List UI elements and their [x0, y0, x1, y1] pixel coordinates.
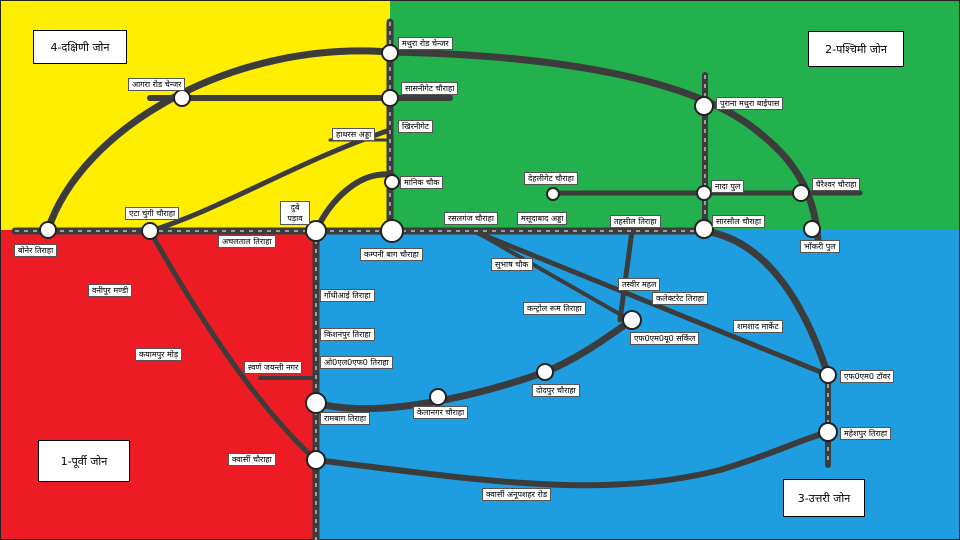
label-fm-tower: एफ0एम0 टॉवर	[840, 370, 895, 383]
junction-mathura-road-changer	[381, 44, 399, 62]
label-quarsi: क्वार्सी चौराहा	[228, 453, 276, 466]
label-vanipur-mandi: वनीपुर मण्डी	[88, 284, 133, 297]
label-deshlinegate: देहलीगेट चौराहा	[524, 172, 578, 185]
label-tasveer-mahal: तस्वीर महल	[618, 278, 661, 291]
label-rasalganj: रसलगंज चौराहा	[444, 212, 498, 225]
junction-deshlinegate	[546, 187, 560, 201]
label-company-bagh: कम्पनी बाग चौराहा	[360, 248, 423, 261]
junction-manik-chowk	[384, 174, 400, 190]
label-purana-mathura-bypass: पुराना मथुरा बाईपास	[716, 97, 784, 110]
junction-sarsaul	[694, 219, 714, 239]
junction-maheshpur	[818, 422, 838, 442]
label-subhash-chowk: सुभाष चौक	[491, 258, 533, 271]
zone-label-south: 4-दक्षिणी जोन	[33, 30, 127, 64]
junction-ramghat	[305, 392, 327, 414]
zone-label-west: 2-पश्चिमी जोन	[808, 31, 904, 67]
junction-kelanagar	[429, 388, 447, 406]
label-achaltal: अचलताल तिराहा	[218, 235, 276, 248]
label-tehsil: तहसील तिराहा	[610, 215, 661, 228]
junction-purana-mathura-bypass	[694, 96, 714, 116]
label-maheshpur: महेशपुर तिराहा	[840, 427, 892, 440]
label-kelanagar: केलानगर चौराहा	[413, 406, 469, 419]
label-bhojpur: बोनेर तिराहा	[14, 244, 58, 257]
label-shamshad-market: शमशाद मार्केट	[733, 320, 783, 333]
junction-eta-chungi	[141, 222, 159, 240]
label-kayampur-mod: कयामपुर मोड़	[135, 348, 183, 361]
label-dubey-padav: दुबे पड़ाव	[280, 201, 310, 225]
junction-fm-circle	[622, 310, 642, 330]
road-markings	[15, 22, 829, 540]
label-bhankari-pul: भाँकरी पुल	[800, 240, 840, 253]
label-ramghat: रामबाग तिराहा	[320, 412, 371, 425]
label-control-room: कन्ट्रोल रूम तिराहा	[523, 302, 586, 315]
zone-label-east: 1-पूर्वी जोन	[38, 440, 130, 482]
label-eta-chungi: एटा चुंगी चौराहा	[125, 207, 180, 220]
junction-bhojpur	[39, 221, 57, 239]
junction-dodhpur	[536, 363, 554, 381]
east-zone-area	[0, 230, 318, 540]
junction-naurangabad	[696, 185, 712, 201]
label-gandhi-park: घैरैश्वर चौराहा	[812, 178, 861, 191]
label-oel-tiraha: ओ0एल0एफ0 तिराहा	[320, 356, 393, 369]
label-gandhi-eye: गाँधीआई तिराहा	[320, 289, 375, 302]
label-kishanpur: किशनपुर तिराहा	[320, 328, 375, 341]
junction-company-bagh	[380, 219, 404, 243]
junction-quarsi	[306, 450, 326, 470]
label-collectorate: कलेक्टरेट तिराहा	[652, 292, 709, 305]
label-manik-chowk: मानिक चौक	[400, 176, 444, 189]
junction-fm-tower	[819, 366, 837, 384]
label-swarn-jayanti-nagar: स्वर्ण जयन्ती नगर	[244, 361, 303, 374]
label-naurangabad: नादा पुल	[711, 180, 745, 193]
label-khirnigate: खिरनीगेट	[398, 120, 433, 133]
junction-sasnigate	[381, 89, 399, 107]
label-hathras-adda: हाथरस अड्डा	[332, 128, 376, 141]
junction-dubey-padav	[305, 220, 327, 242]
label-mathura-road-changer: मथुरा रोड चेन्जर	[398, 37, 453, 50]
junction-bhankari-pul	[803, 220, 821, 238]
junction-gandhi-park	[792, 184, 810, 202]
label-agra-road-changer: आगरा रोड चेन्जर	[128, 78, 186, 91]
zone-label-north: 3-उत्तरी जोन	[783, 479, 865, 517]
label-quarsi-anupshahar-road: क्वार्सी अनूपशहर रोड	[482, 488, 552, 501]
label-dodhpur: दोदपुर चौराहा	[532, 384, 580, 397]
label-sasnigate: सासनीगेट चौराहा	[401, 82, 459, 95]
label-sarsaul: सारसौल चौराहा	[712, 215, 766, 228]
label-masoodabad: मसूदाबाद अड्डा	[517, 212, 568, 225]
junctions	[39, 44, 838, 470]
junction-agra-road-changer	[173, 89, 191, 107]
label-fm-circle: एफ0एम0यू0 सर्किल	[630, 332, 700, 345]
